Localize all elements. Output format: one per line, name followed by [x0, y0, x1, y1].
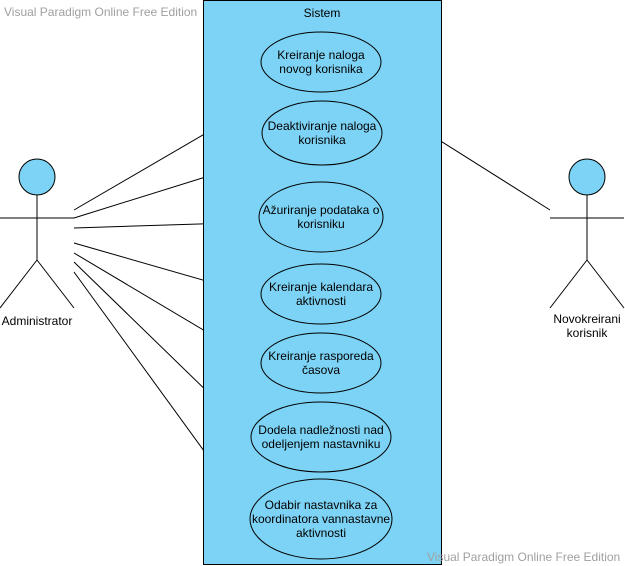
- actor-right-leg: [36, 259, 75, 309]
- use-case-label: Dodela nadležnosti nad: [258, 423, 383, 437]
- use-case-label: Deaktiviranje naloga: [268, 119, 377, 133]
- associations: [73, 85, 551, 518]
- use-case-label: Kreiranje rasporeda: [268, 349, 374, 363]
- actor-name: Novokreirani: [553, 312, 620, 326]
- use-case-label: odeljenjem nastavniku: [262, 437, 381, 451]
- actor-administrator[interactable]: Administrator: [0, 158, 75, 328]
- use-case-label: novog korisnika: [279, 62, 363, 76]
- use-case-label: koordinatora vannastavne: [252, 512, 390, 526]
- use-case-ellipse: [260, 31, 382, 93]
- actor-head-icon: [568, 158, 606, 196]
- use-case-ellipse: [261, 100, 383, 166]
- use-case-label: korisniku: [297, 217, 344, 231]
- use-case-label: aktivnosti: [296, 294, 346, 308]
- use-case-label: časova: [302, 363, 340, 377]
- actor-name: Administrator: [2, 314, 73, 328]
- use-case-label: Kreiranje naloga: [277, 48, 365, 62]
- watermark-top: Visual Paradigm Online Free Edition: [4, 5, 197, 19]
- system-title: Sistem: [304, 6, 341, 20]
- actor-left-leg: [0, 259, 38, 309]
- use-case-label: Ažuriranje podataka o: [263, 203, 380, 217]
- actor-head-icon: [18, 158, 56, 196]
- use-case-label: aktivnosti: [296, 526, 346, 540]
- use-case-label: Kreiranje kalendara: [269, 280, 373, 294]
- use-case-label: korisnika: [298, 133, 346, 147]
- actor-name: korisnik: [567, 326, 609, 340]
- use-case-ellipse: [260, 263, 382, 325]
- actor-right-leg: [586, 259, 625, 309]
- use-case-label: Odabir nastavnika za: [265, 498, 378, 512]
- use-case-ellipse: [250, 401, 392, 473]
- use-case-ellipse: [258, 181, 384, 253]
- watermark-bottom: Visual Paradigm Online Free Edition: [427, 550, 620, 564]
- actor-left-leg: [549, 259, 588, 309]
- use-case-ellipse: [260, 332, 382, 394]
- use-case-ellipse: [249, 478, 393, 560]
